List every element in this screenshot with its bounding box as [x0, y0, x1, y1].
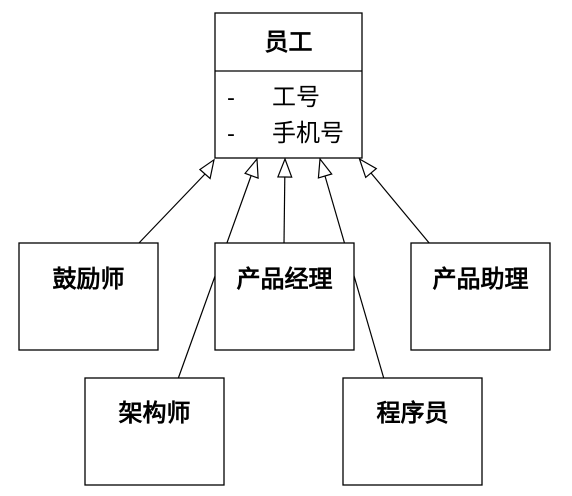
- class-box: [410, 242, 551, 351]
- class-name: 产品经理: [237, 265, 333, 293]
- class-产品经理: 产品经理: [214, 242, 355, 351]
- class-name: 员工: [265, 28, 313, 56]
- attribute-name: 手机号: [272, 119, 344, 147]
- class-box: [214, 242, 355, 351]
- class-box: [84, 377, 225, 486]
- class-员工: 员工 - 工号 - 手机号: [214, 12, 363, 159]
- edge-产品助理-to-员工: [358, 157, 431, 245]
- edge-产品经理-to-员工: [277, 157, 293, 245]
- class-box: [18, 242, 159, 351]
- class-box: [214, 12, 363, 159]
- class-name: 架构师: [119, 399, 191, 427]
- attribute-name: 工号: [272, 83, 320, 111]
- class-name: 产品助理: [433, 265, 529, 293]
- class-架构师: 架构师: [84, 377, 225, 486]
- attribute-visibility: -: [227, 86, 235, 111]
- class-name: 鼓励师: [53, 265, 125, 293]
- class-box: [342, 377, 483, 486]
- attribute-visibility: -: [227, 122, 235, 147]
- edge-鼓励师-to-员工: [137, 158, 215, 245]
- class-鼓励师: 鼓励师: [18, 242, 159, 351]
- class-程序员: 程序员: [342, 377, 483, 486]
- class-name: 程序员: [377, 399, 449, 427]
- class-产品助理: 产品助理: [410, 242, 551, 351]
